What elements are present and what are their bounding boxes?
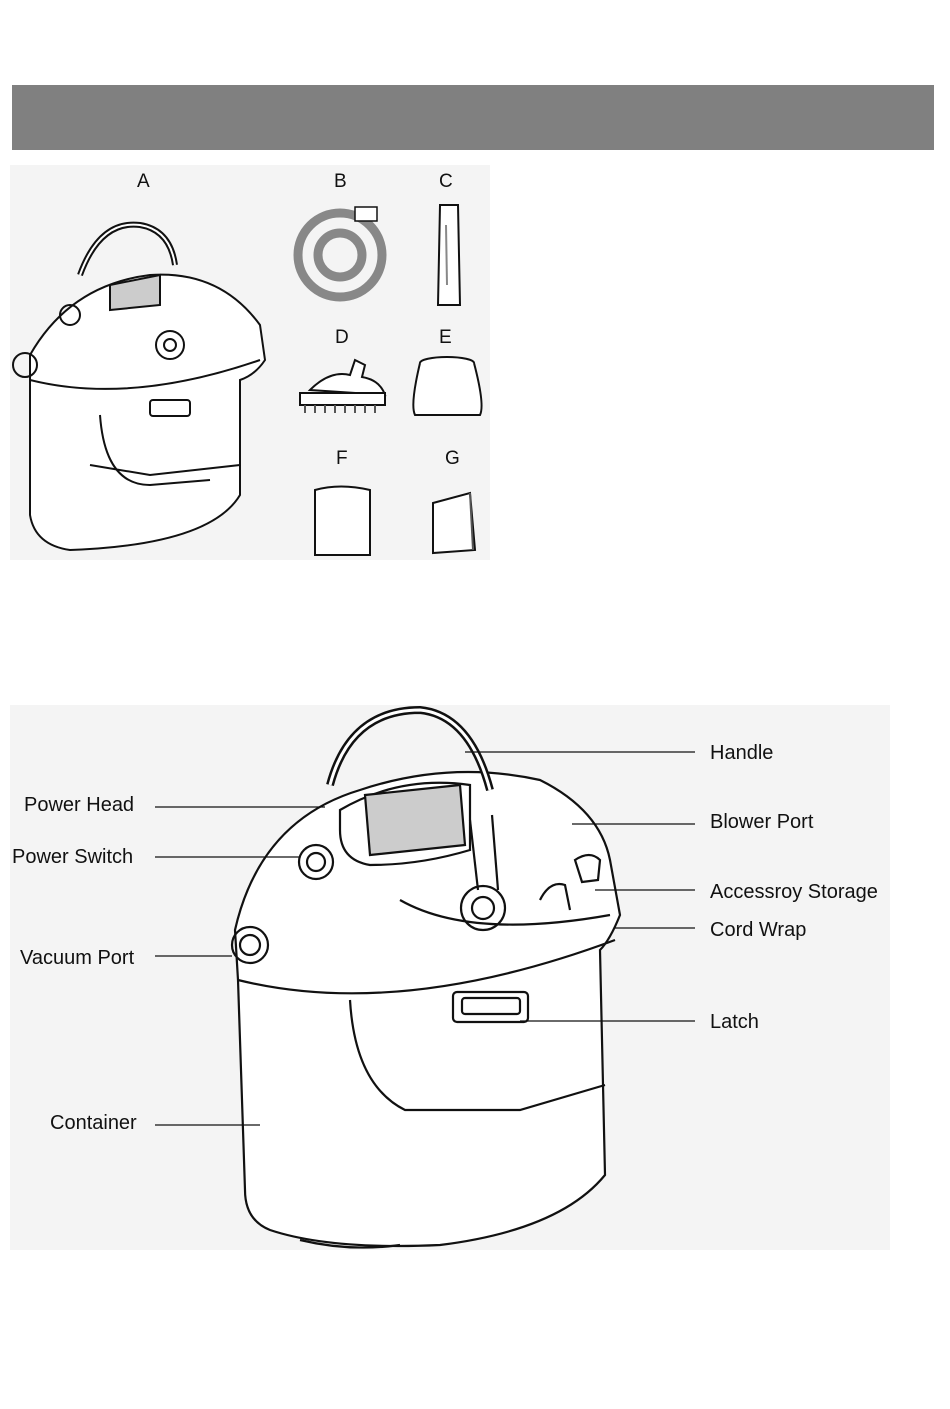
crevice-tool-icon [438,205,460,305]
parts-panel: A B C D E F G [10,165,490,560]
parts-illustration [10,165,490,560]
label-container: Container [50,1113,137,1133]
labeled-diagram: Handle Power Head Blower Port Power Swit… [0,700,950,1260]
part-letter-d: D [335,327,349,349]
label-cord-wrap: Cord Wrap [710,920,806,940]
label-latch: Latch [710,1012,759,1032]
filter-bag-icon [413,357,481,415]
vacuum-diagram [0,700,950,1260]
part-letter-g: G [445,448,460,470]
section-header-bar [12,85,934,150]
paper-bag-icon [315,487,370,556]
part-letter-c: C [439,171,453,193]
label-power-switch: Power Switch [12,847,133,867]
part-letter-a: A [137,171,150,193]
part-letter-e: E [439,327,452,349]
part-letter-b: B [334,171,347,193]
label-handle: Handle [710,743,773,763]
label-blower-port: Blower Port [710,812,813,832]
label-power-head: Power Head [24,795,134,815]
label-vacuum-port: Vacuum Port [20,948,134,968]
manual-booklet-icon [433,493,475,553]
label-accessory-storage: Accessroy Storage [710,882,878,902]
part-letter-f: F [336,448,348,470]
